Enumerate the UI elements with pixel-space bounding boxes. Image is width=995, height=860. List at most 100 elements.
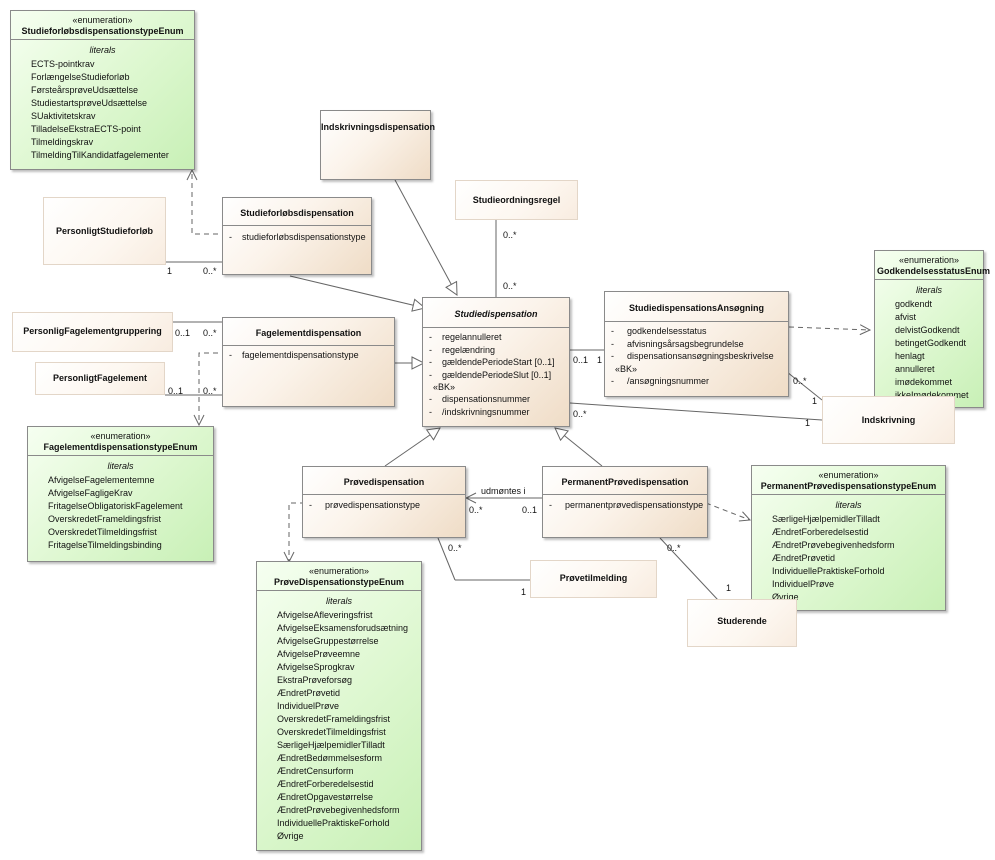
class-personligtstudieforloeb[interactable]: PersonligtStudieforløb [43, 197, 166, 265]
class-studiedispensation[interactable]: Studiedispensation -regelannulleret -reg… [422, 297, 570, 427]
attribute-name: regelændring [442, 344, 496, 355]
multiplicity-label: 0..* [503, 281, 517, 291]
multiplicity-label: 0..1 [573, 355, 589, 365]
literals-caption: literals [915, 285, 942, 295]
multiplicity-label: 0..* [203, 328, 217, 338]
attribute-name: fagelementdispensationstype [242, 350, 359, 360]
enum-literal: OverskredetFrameldingsfrist [277, 714, 391, 724]
enum-permanentproevedispensationstype[interactable]: «enumeration» PermanentPrøvedispensation… [751, 465, 946, 611]
enum-literal: AfvigelseFagligeKrav [48, 488, 133, 498]
class-personligfagelementgruppering[interactable]: PersonligFagelementgruppering [12, 312, 173, 352]
multiplicity-label: 0..* [448, 543, 462, 553]
multiplicity-label: 0..* [469, 505, 483, 515]
multiplicity-label: 0..* [573, 409, 587, 419]
enum-literal: OverskredetFrameldingsfrist [48, 514, 162, 524]
multiplicity-label: 1 [521, 587, 527, 597]
visibility-marker: - [309, 500, 312, 510]
class-studiedispensationsansoegning[interactable]: StudiedispensationsAnsøgning -godkendels… [604, 291, 789, 397]
visibility-marker: - [429, 394, 432, 404]
enum-literal: AfvigelseAfleveringsfrist [277, 610, 373, 620]
enum-proevedispensationstype[interactable]: «enumeration» PrøveDispensationstypeEnum… [256, 561, 422, 851]
attribute-name: dispensationsnummer [442, 394, 531, 404]
enum-godkendelsesstatus[interactable]: «enumeration» GodkendelsesstatusEnum lit… [874, 250, 990, 408]
multiplicity-label: 1 [726, 583, 732, 593]
attribute-row: -godkendelsesstatus [605, 325, 788, 338]
literals-caption: literals [325, 596, 352, 606]
class-name: PersonligtStudieforløb [55, 226, 153, 236]
enum-literal: AfvigelseEksamensforudsætning [277, 623, 409, 633]
enum-literal: ÆndretPrøvetid [772, 553, 836, 563]
enum-literal: IndividuelPrøve [772, 579, 835, 589]
visibility-marker: - [429, 344, 432, 355]
enum-header: «enumeration» Fagelementdispensationstyp… [28, 427, 213, 456]
visibility-marker: - [611, 338, 614, 349]
enum-literal: afvist [895, 312, 917, 322]
class-indskrivning[interactable]: Indskrivning [822, 396, 955, 444]
enum-literal: AfvigelsePrøveemne [277, 649, 361, 659]
attribute-name: /ansøgningsnummer [627, 375, 710, 386]
enum-studieforloebsdispensationstype[interactable]: «enumeration» Studieforløbsdispensations… [10, 10, 195, 170]
enum-literal: henlagt [895, 351, 925, 361]
enum-literal: OverskredetTilmeldingsfrist [48, 527, 157, 537]
enum-name: StudieforløbsdispensationstypeEnum [21, 26, 184, 36]
attribute-name: permanentprøvedispensationstype [565, 500, 704, 510]
class-permanentproevedispensation[interactable]: PermanentPrøvedispensation -permanentprø… [542, 466, 708, 538]
enum-literal: ÆndretForberedelsestid [277, 779, 374, 789]
enum-literal: betingetGodkendt [895, 338, 967, 348]
class-name: Prøvedispensation [303, 467, 465, 495]
class-name: StudiedispensationsAnsøgning [605, 292, 788, 322]
class-name: Indskrivningsdispensation [321, 122, 436, 132]
attribute-name: godkendelsesstatus [627, 326, 707, 336]
visibility-marker: - [611, 375, 614, 386]
attribute-name: studieforløbsdispensationstype [242, 232, 366, 242]
visibility-marker: - [611, 351, 614, 361]
visibility-marker: - [429, 406, 432, 417]
attribute-name: dispensationsansøgningsbeskrivelse [627, 351, 774, 361]
class-personligtfagelement[interactable]: PersonligtFagelement [35, 362, 165, 395]
enum-literal: TilladelseEkstraECTS-point [31, 124, 141, 134]
enum-header: «enumeration» Studieforløbsdispensations… [11, 11, 194, 40]
multiplicity-label: 0..1 [522, 505, 538, 515]
enum-literal: Øvrige [277, 831, 304, 841]
enum-literal: ÆndretPrøvebegivenhedsform [277, 805, 400, 815]
enum-literal: IndividuelPrøve [277, 701, 340, 711]
stereotype-label: «enumeration» [898, 255, 960, 265]
class-proevedispensation[interactable]: Prøvedispensation -prøvedispensationstyp… [302, 466, 466, 538]
multiplicity-label: 0..* [203, 386, 217, 396]
enum-literal: OverskredetTilmeldingsfrist [277, 727, 386, 737]
bk-stereotype: «BK» [433, 382, 456, 392]
attribute-name: afvisningsårsagsbegrundelse [627, 338, 744, 349]
enum-literal: ÆndretPrøvetid [277, 688, 341, 698]
enum-literal: ÆndretCensurform [277, 766, 354, 776]
class-name: Studerende [717, 616, 767, 626]
enum-name: GodkendelsesstatusEnum [877, 266, 991, 276]
attribute-name: regelannulleret [442, 332, 502, 342]
enum-literal: imødekommet [895, 377, 953, 387]
enum-literal: AfvigelseFagelementemne [48, 475, 155, 485]
class-name: Fagelementdispensation [223, 318, 394, 346]
enum-literal: delvistGodkendt [895, 325, 960, 335]
class-studieforloebsdispensation[interactable]: Studieforløbsdispensation -studieforløbs… [222, 197, 372, 275]
class-proevetilmelding[interactable]: Prøvetilmelding [530, 560, 657, 598]
enum-header: «enumeration» PermanentPrøvedispensation… [752, 466, 945, 495]
class-indskrivningsdispensation[interactable]: Indskrivningsdispensation [320, 110, 436, 180]
multiplicity-label: 0..* [503, 230, 517, 240]
class-fagelementdispensation[interactable]: Fagelementdispensation -fagelementdispen… [222, 317, 395, 407]
attribute-row: -fagelementdispensationstype [223, 349, 394, 362]
enum-literal: ECTS-pointkrav [31, 59, 95, 69]
bk-stereotype: «BK» [615, 363, 638, 374]
class-studieordningsregel[interactable]: Studieordningsregel [455, 180, 578, 220]
attribute-row: -/indskrivningsnummer [423, 406, 569, 419]
association-label-udmoentes: udmøntes i [481, 486, 526, 496]
attribute-row: -studieforløbsdispensationstype [223, 231, 371, 244]
class-studerende[interactable]: Studerende [687, 599, 797, 647]
enum-literal: ForlængelseStudieforløb [31, 72, 130, 82]
enum-fagelementdispensationstype[interactable]: «enumeration» Fagelementdispensationstyp… [27, 426, 214, 562]
visibility-marker: - [429, 369, 432, 380]
stereotype-label: «enumeration» [90, 431, 151, 441]
attribute-row: -dispensationsnummer [423, 393, 569, 406]
stereotype-label: «enumeration» [308, 566, 370, 576]
enum-name: PrøveDispensationstypeEnum [273, 577, 405, 587]
enum-literal: Tilmeldingskrav [31, 137, 94, 147]
attribute-row: - /ansøgningsnummer [605, 375, 788, 388]
